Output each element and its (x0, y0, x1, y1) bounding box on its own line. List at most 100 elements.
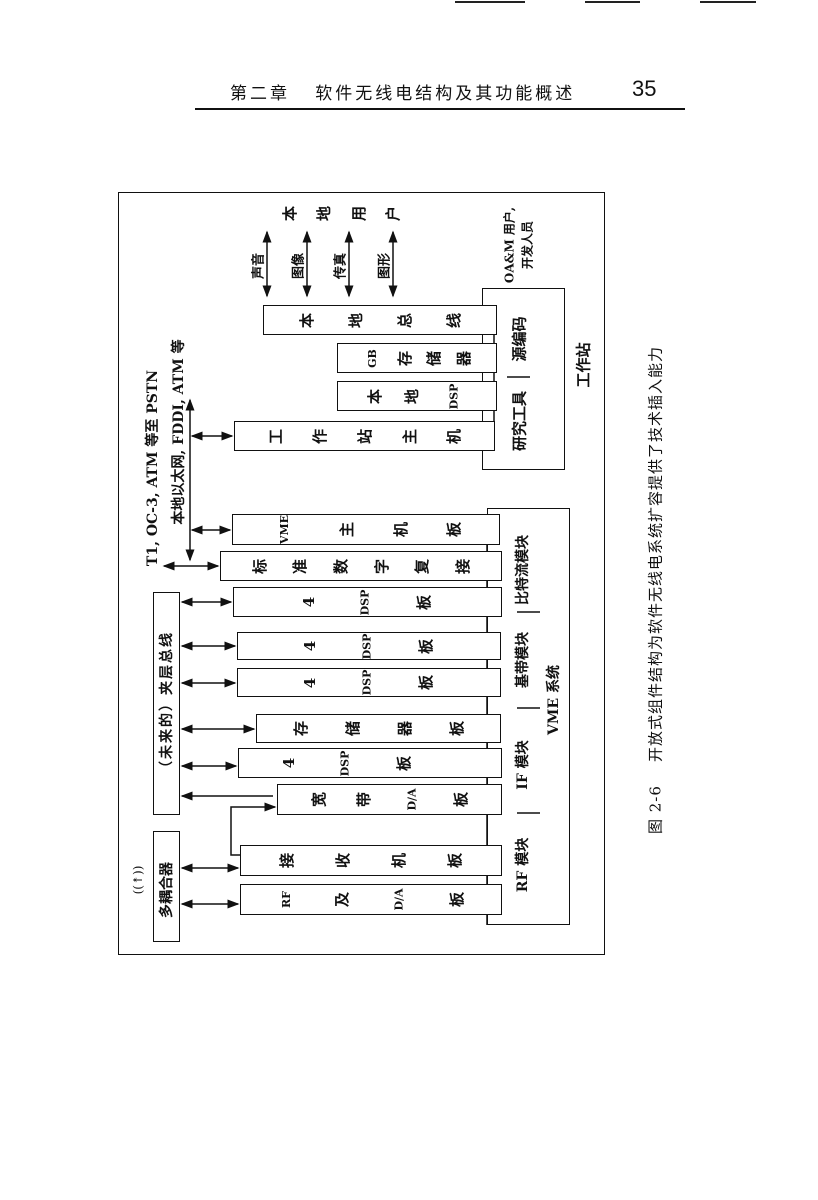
label-token: 主 (337, 521, 356, 538)
label-token: 本 (297, 312, 316, 328)
label-token: 本 (366, 388, 385, 404)
vme-system-label: VME 系统 (546, 665, 562, 735)
label-token: DSP (338, 750, 352, 776)
caption-text: 开放式组件结构为软件无线电系统扩容提供了技术插入能力 (646, 345, 665, 762)
label-token: D/A (392, 888, 406, 911)
label-token: 板 (415, 594, 434, 610)
label-token: 带 (354, 791, 373, 808)
local-bus-box: 本地总线 (263, 305, 497, 335)
dsp-board: 4 DSP 板 (237, 632, 501, 660)
scan-artifact-line (585, 1, 640, 3)
digital-mux-board: 标准数字复接 (220, 551, 502, 581)
label-token: 接 (278, 852, 297, 869)
header-rule (195, 108, 685, 110)
multicoupler-box (153, 831, 180, 942)
label-token: 板 (416, 674, 435, 691)
label-token: 作 (311, 428, 330, 444)
label-token: DSP (360, 633, 374, 659)
baseband-module-label: 基带模块 (515, 632, 531, 688)
running-header: 第二章 软件无线电结构及其功能概述 (230, 79, 575, 104)
scan-artifact-line (455, 1, 525, 3)
label-token: 户 (383, 205, 402, 221)
media-voice-label: 声音 (251, 252, 267, 280)
local-user-label: 本地用户 (281, 200, 402, 226)
label-token: 及 (333, 891, 352, 908)
label-token: 收 (334, 852, 353, 869)
workstation-host-box: 工作站主机 (234, 421, 495, 451)
label-token: 复 (413, 558, 432, 574)
lan-network-label: 本地以太网, FDDI, ATM 等 (171, 339, 187, 525)
page-number: 35 (632, 76, 657, 101)
label-token: 机 (390, 852, 409, 869)
label-token: 储 (425, 350, 444, 366)
label-token: 板 (395, 755, 414, 771)
mezzanine-bus-box (153, 592, 180, 815)
label-token: 存 (292, 720, 311, 737)
media-graphics-label: 图形 (377, 252, 393, 280)
label-token: 线 (444, 312, 463, 328)
mezzanine-bus-label: （未来的）夹层总线 (159, 631, 175, 775)
media-image-label: 图像 (291, 252, 307, 280)
label-token: DSP (358, 589, 372, 615)
label-token: D/A (405, 788, 419, 811)
label-token: 字 (372, 558, 391, 574)
dsp-board: 4 DSP 板 (237, 668, 501, 697)
dsp-board: 4 DSP 板 (233, 587, 502, 617)
label-token: 总 (395, 312, 414, 328)
label-token: 地 (403, 388, 422, 404)
label-token: 板 (416, 638, 435, 654)
label-token: 工 (266, 428, 285, 444)
label-token: 用 (349, 205, 368, 221)
label-token: 器 (395, 720, 414, 737)
memory-board: 存储器板 (256, 714, 501, 743)
gb-memory-box: GB 存储器 (337, 343, 497, 373)
media-fax-label: 传真 (333, 252, 349, 280)
label-token: 地 (315, 205, 334, 221)
research-tools-label: 研究工具 (510, 390, 529, 452)
label-token: 机 (391, 521, 410, 538)
label-token: DSP (360, 669, 374, 696)
label-token: 4 (300, 596, 319, 608)
developers-label: 开发人员 (520, 220, 535, 270)
label-token: 存 (395, 350, 414, 366)
antenna-icon: ((↟)) (131, 865, 145, 895)
if-module-label: IF 模块 (515, 740, 531, 790)
label-token: 器 (454, 350, 473, 366)
label-token: 储 (344, 720, 363, 737)
label-token: 板 (445, 521, 464, 538)
label-token: 标 (250, 558, 269, 574)
label-token: 板 (451, 791, 470, 808)
local-dsp-box: 本 地 DSP (337, 381, 497, 411)
diagram-frame (118, 192, 605, 955)
rf-module-label: RF 模块 (515, 837, 531, 893)
label-token: GB (366, 348, 380, 368)
label-token: 机 (445, 428, 464, 444)
workstation-box (482, 288, 565, 470)
label-token: DSP (447, 383, 461, 409)
figure-caption: 图 2-6 开放式组件结构为软件无线电系统扩容提供了技术插入能力 (645, 346, 666, 834)
source-coding-label: 源编码 (510, 316, 529, 362)
label-token: 数 (332, 558, 351, 574)
oam-users-label: OA&M 用户, (502, 206, 517, 284)
label-token: 板 (447, 891, 466, 908)
label-token: VME (278, 514, 292, 545)
label-token: 4 (301, 677, 320, 688)
chapter-title: 软件无线电结构及其功能概述 (315, 84, 576, 104)
label-token: 4 (301, 640, 320, 652)
label-token: 站 (355, 428, 374, 444)
workstation-label: 工作站 (574, 342, 593, 388)
chapter-label: 第二章 (230, 84, 290, 104)
label-token: 接 (454, 558, 473, 574)
figure-number: 图 2-6 (646, 785, 665, 835)
pstn-network-label: T1, OC-3, ATM 等至 PSTN (145, 369, 161, 567)
multicoupler-label: 多耦合器 (159, 862, 175, 918)
label-token: 地 (346, 312, 365, 328)
label-token: 板 (446, 852, 465, 869)
receiver-board: 接收机板 (240, 845, 502, 876)
vme-host-board: VME 主 机 板 (232, 514, 500, 545)
scan-artifact-line (700, 1, 756, 3)
